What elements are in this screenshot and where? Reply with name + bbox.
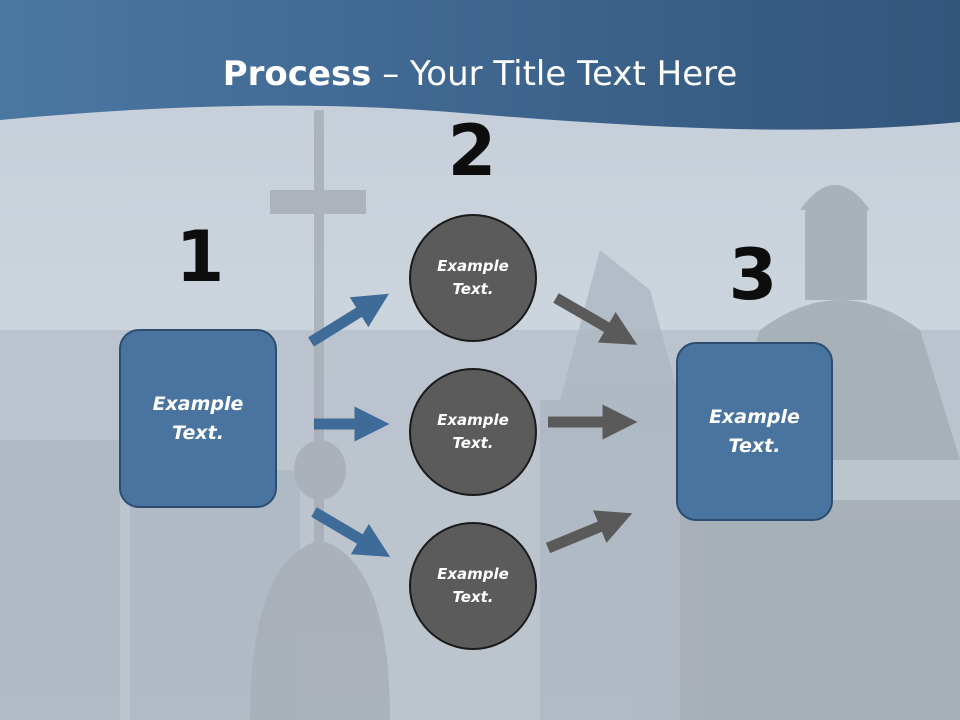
title-rest: – Your Title Text Here xyxy=(371,54,738,94)
slide-title: Process – Your Title Text Here xyxy=(0,52,960,96)
circle-bottom-text: Example Text. xyxy=(437,565,509,606)
step-number-3: 3 xyxy=(728,234,778,316)
arrow-left-to-bottom xyxy=(311,507,391,557)
circle-top-text: Example Text. xyxy=(437,257,509,298)
left-box[interactable]: Example Text. xyxy=(119,329,277,508)
circle-middle[interactable]: Example Text. xyxy=(409,368,537,496)
right-box[interactable]: Example Text. xyxy=(676,342,833,521)
circle-top[interactable]: Example Text. xyxy=(409,214,537,342)
arrow-top-to-right xyxy=(553,293,638,345)
circle-bottom[interactable]: Example Text. xyxy=(409,522,537,650)
step-number-2: 2 xyxy=(447,110,497,192)
left-box-text: Example Text. xyxy=(152,392,244,444)
right-box-text: Example Text. xyxy=(709,405,800,457)
title-bold: Process xyxy=(222,54,372,94)
arrow-bottom-to-right xyxy=(545,510,633,554)
circle-middle-text: Example Text. xyxy=(437,411,509,452)
step-number-1: 1 xyxy=(175,216,225,298)
arrow-left-to-top xyxy=(308,293,389,347)
